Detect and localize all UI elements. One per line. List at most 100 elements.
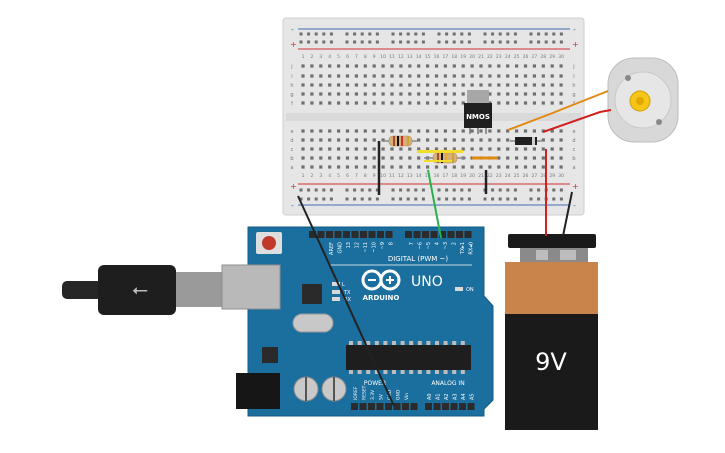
breadboard-hole[interactable] [470, 138, 474, 142]
breadboard-hole[interactable] [337, 64, 341, 68]
breadboard-hole[interactable] [310, 129, 314, 133]
rail-hole[interactable] [460, 32, 464, 36]
breadboard-hole[interactable] [310, 156, 314, 160]
breadboard-hole[interactable] [479, 74, 483, 78]
breadboard-hole[interactable] [488, 92, 492, 96]
breadboard-hole[interactable] [372, 64, 376, 68]
breadboard-hole[interactable] [506, 64, 510, 68]
breadboard-hole[interactable] [532, 101, 536, 105]
breadboard-hole[interactable] [345, 92, 350, 96]
breadboard-hole[interactable] [443, 101, 447, 105]
breadboard-hole[interactable] [345, 74, 350, 78]
breadboard-hole[interactable] [381, 129, 385, 133]
breadboard-hole[interactable] [541, 101, 545, 105]
breadboard-hole[interactable] [434, 64, 439, 68]
breadboard-hole[interactable] [443, 74, 447, 78]
rail-hole[interactable] [375, 188, 379, 192]
wire-signal-green[interactable] [427, 169, 442, 239]
breadboard-hole[interactable] [381, 101, 385, 105]
breadboard-hole[interactable] [506, 165, 510, 169]
breadboard-hole[interactable] [337, 129, 341, 133]
breadboard-hole[interactable] [363, 156, 367, 160]
breadboard-hole[interactable] [381, 83, 385, 87]
digital-header-pin[interactable] [309, 231, 316, 238]
breadboard-hole[interactable] [470, 147, 474, 151]
breadboard-hole[interactable] [470, 129, 474, 133]
rail-hole[interactable] [537, 32, 541, 36]
digital-header-pin[interactable] [405, 231, 412, 238]
breadboard-hole[interactable] [328, 101, 332, 105]
breadboard-hole[interactable] [426, 92, 430, 96]
breadboard-hole[interactable] [461, 74, 465, 78]
rail-hole[interactable] [506, 188, 510, 192]
breadboard-hole[interactable] [497, 64, 501, 68]
rail-hole[interactable] [544, 40, 548, 44]
rail-hole[interactable] [498, 40, 502, 44]
rail-hole[interactable] [360, 197, 364, 201]
breadboard-hole[interactable] [523, 74, 528, 78]
breadboard-hole[interactable] [452, 74, 456, 78]
breadboard-hole[interactable] [301, 83, 305, 87]
rail-hole[interactable] [307, 32, 311, 36]
breadboard-hole[interactable] [506, 129, 510, 133]
breadboard-hole[interactable] [381, 147, 385, 151]
breadboard-hole[interactable] [354, 64, 358, 68]
rail-hole[interactable] [421, 32, 425, 36]
rail-hole[interactable] [322, 32, 326, 36]
breadboard-hole[interactable] [550, 129, 554, 133]
breadboard-hole[interactable] [443, 83, 447, 87]
breadboard-hole[interactable] [523, 101, 528, 105]
rail-hole[interactable] [452, 197, 456, 201]
breadboard-hole[interactable] [461, 129, 465, 133]
battery-9v[interactable]: 9V [505, 234, 598, 430]
breadboard-hole[interactable] [399, 101, 403, 105]
breadboard-hole[interactable] [426, 64, 430, 68]
breadboard-hole[interactable] [363, 138, 367, 142]
rail-hole[interactable] [513, 32, 517, 36]
breadboard-hole[interactable] [532, 147, 536, 151]
breadboard-hole[interactable] [523, 92, 528, 96]
breadboard-hole[interactable] [363, 83, 367, 87]
rail-hole[interactable] [498, 32, 502, 36]
breadboard-hole[interactable] [408, 147, 412, 151]
breadboard-hole[interactable] [372, 74, 376, 78]
power-header[interactable] [351, 403, 418, 410]
rail-hole[interactable] [353, 40, 357, 44]
breadboard-hole[interactable] [559, 138, 563, 142]
breadboard-hole[interactable] [301, 147, 305, 151]
rail-hole[interactable] [467, 188, 471, 192]
rail-hole[interactable] [329, 197, 333, 201]
breadboard-hole[interactable] [497, 74, 501, 78]
breadboard-hole[interactable] [337, 92, 341, 96]
breadboard-hole[interactable] [559, 147, 563, 151]
breadboard-hole[interactable] [399, 83, 403, 87]
breadboard-hole[interactable] [319, 156, 323, 160]
breadboard-hole[interactable] [301, 165, 305, 169]
breadboard-hole[interactable] [354, 156, 358, 160]
rail-hole[interactable] [314, 32, 318, 36]
breadboard-hole[interactable] [523, 129, 528, 133]
digital-header-pin[interactable] [326, 231, 333, 238]
breadboard-hole[interactable] [497, 101, 501, 105]
digital-header-pin[interactable] [377, 231, 384, 238]
breadboard-hole[interactable] [408, 64, 412, 68]
rail-hole[interactable] [368, 32, 372, 36]
breadboard-hole[interactable] [434, 165, 439, 169]
breadboard-hole[interactable] [461, 147, 465, 151]
breadboard-hole[interactable] [434, 92, 439, 96]
breadboard-hole[interactable] [319, 101, 323, 105]
rail-hole[interactable] [353, 197, 357, 201]
breadboard-hole[interactable] [337, 83, 341, 87]
breadboard-hole[interactable] [399, 156, 403, 160]
rail-hole[interactable] [552, 40, 556, 44]
breadboard-hole[interactable] [390, 147, 394, 151]
breadboard-hole[interactable] [328, 92, 332, 96]
nmos-transistor[interactable]: NMOS [464, 90, 492, 134]
breadboard-hole[interactable] [417, 74, 421, 78]
rail-hole[interactable] [375, 197, 379, 201]
breadboard-hole[interactable] [532, 64, 536, 68]
breadboard-hole[interactable] [372, 129, 376, 133]
breadboard-hole[interactable] [319, 147, 323, 151]
rail-hole[interactable] [513, 197, 517, 201]
breadboard-hole[interactable] [497, 165, 501, 169]
